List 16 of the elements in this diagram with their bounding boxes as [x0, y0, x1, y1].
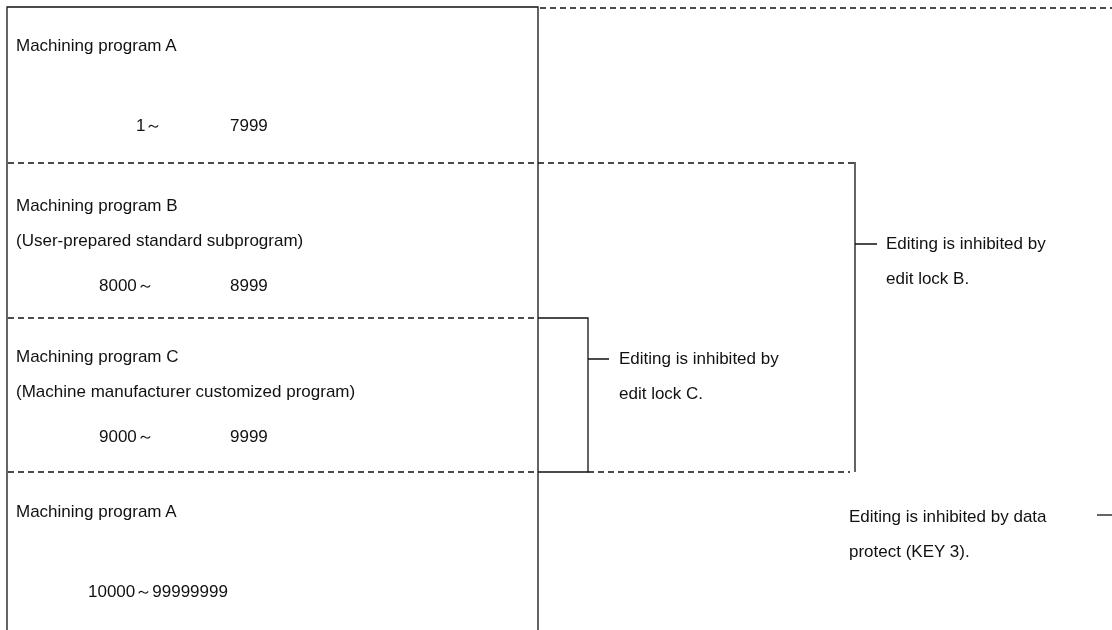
annotation-text: Editing is inhibited by edit lock B. — [886, 233, 1047, 290]
range-end: 7999 — [230, 116, 268, 136]
range-end: 9999 — [230, 427, 268, 447]
annotation-text: Editing is inhibited by edit lock C. — [619, 348, 780, 405]
section-subtitle: (User-prepared standard subprogram) — [16, 231, 304, 251]
section-title: Machining program B — [16, 196, 178, 216]
section-subtitle: (Machine manufacturer customized program) — [16, 382, 356, 402]
range-start: 8000～ — [99, 276, 154, 296]
range-start: 9000～ — [99, 427, 154, 447]
range-start: 1～ — [136, 116, 163, 136]
section-title: Machining program C — [16, 347, 179, 367]
range-end: 8999 — [230, 276, 268, 296]
section-title: Machining program A — [16, 502, 177, 522]
annotation-text: Editing is inhibited by data protect (KEY 3). — [849, 506, 1048, 563]
section-title: Machining program A — [16, 36, 177, 56]
program-number-range: 10000～99999999 — [88, 582, 228, 602]
